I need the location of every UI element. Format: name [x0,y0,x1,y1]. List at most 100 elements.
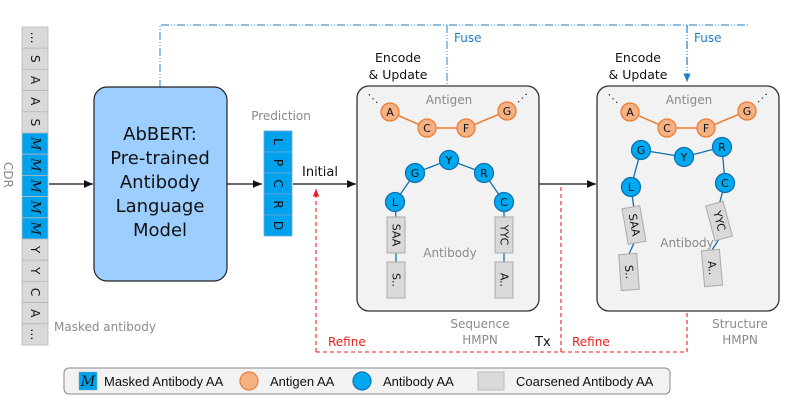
masked-token: M [21,196,49,219]
sequence-hmpn-caption-line1: Sequence [450,317,509,331]
svg-text:G: G [743,105,752,118]
antigen-group-label: Antigen [426,93,472,107]
legend-antibody-swatch [352,371,372,391]
abbert-title-line: Language [116,196,205,217]
sequence-token: A [21,90,49,113]
coarsened-node: S.. [618,252,640,292]
antigen-node: A [380,102,400,122]
sequence-token: S [21,111,49,134]
coarsened-node: YYC [494,216,514,254]
cdr-label: CDR [1,162,15,188]
ellipsis-icon: ⋱ [368,92,379,105]
legend-coarse-swatch [477,371,505,391]
prediction-token: L [263,130,293,153]
svg-text:YYC: YYC [498,224,511,246]
svg-text:F: F [703,122,709,135]
svg-text:S..: S.. [390,273,403,287]
token-text: Y [28,266,42,275]
antibody-node: Y [438,149,460,171]
token-text: … [28,328,42,340]
sequence-token: A [21,69,49,92]
token-text: M [28,178,43,193]
antibody-node: G [404,162,426,184]
token-text: M [28,136,43,151]
svg-text:A..: A.. [498,273,511,287]
svg-text:G: G [637,144,646,157]
ellipsis-icon: ⋱ [756,93,769,104]
antibody-node: L [620,176,642,198]
abbert-title-line: AbBERT: [123,124,197,145]
sequence-token: C [21,280,49,303]
svg-text:C: C [423,122,431,135]
structure-hmpn-caption-line2: HMPN [722,333,758,347]
token-text: C [28,288,42,296]
tx-label: Tx [534,335,551,350]
token-text: M [28,221,43,236]
token-text: L [271,138,285,145]
svg-text:G: G [411,167,420,180]
prediction-token: P [263,151,293,174]
svg-text:A: A [626,106,634,119]
coarsened-node: SAA [386,216,406,254]
svg-text:SAA: SAA [390,224,403,247]
encode-update-label-2-line2: & Update [609,67,668,82]
abbert-title-line: Pre-trained [110,148,210,169]
masked-token: M [21,153,49,176]
svg-text:C: C [721,177,729,190]
token-text: S [28,55,42,63]
legend-antigen-swatch [239,371,259,391]
token-text: A [28,309,42,318]
fuse-connector [159,24,748,88]
token-text: A [28,97,42,106]
token-text: C [271,179,285,187]
prediction-token: R [263,193,293,216]
masked-token: M [21,174,49,197]
ellipsis-icon: ⋱ [516,93,529,104]
sequence-token: A [21,302,49,325]
fuse-label-1: Fuse [454,31,482,45]
masked-antibody-sequence: …SAASMMMMMYYCA… [21,26,49,346]
antigen-node: F [456,118,476,138]
legend-masked-symbol: M [80,374,96,390]
encode-update-label-1-line2: & Update [369,67,428,82]
ellipsis-icon: ⋱ [608,92,619,105]
refine-label-1: Refine [328,335,366,349]
initial-label: Initial [302,165,338,180]
legend-antigen-label: Antigen AA [270,374,335,389]
coarsened-node: SAA [621,205,647,245]
coarsened-node: A.. [700,248,724,288]
antigen-node: A [620,102,640,122]
antigen-node: C [657,118,677,138]
refine-connector [312,186,688,353]
svg-text:A..: A.. [705,260,719,275]
svg-text:R: R [718,141,726,154]
svg-text:C: C [663,122,671,135]
legend-coarse-label: Coarsened Antibody AA [516,374,654,389]
antigen-node: F [696,118,716,138]
encode-update-label-2-line1: Encode [615,50,661,65]
antibody-group-label: Antibody [660,236,714,250]
svg-text:Y: Y [680,151,688,164]
sequence-token: … [21,323,49,346]
prediction-label: Prediction [251,109,311,123]
token-text: M [28,157,43,172]
svg-text:Y: Y [445,154,453,167]
sequence-hmpn-caption-line2: HMPN [462,333,498,347]
abbert-title-line: Antibody [120,172,201,193]
antigen-node: G [497,101,517,121]
svg-text:C: C [500,196,508,209]
sequence-token: S [21,47,49,70]
svg-text:R: R [480,167,488,180]
svg-text:L: L [628,181,635,194]
svg-text:F: F [463,122,469,135]
token-text: M [28,200,43,215]
structure-hmpn-caption-line1: Structure [712,317,768,331]
antibody-node: R [711,136,733,158]
sequence-token: … [21,26,49,49]
token-text: … [28,32,42,44]
antibody-group-label: Antibody [423,246,477,260]
svg-text:L: L [392,196,399,209]
coarsened-node: A.. [494,261,514,299]
